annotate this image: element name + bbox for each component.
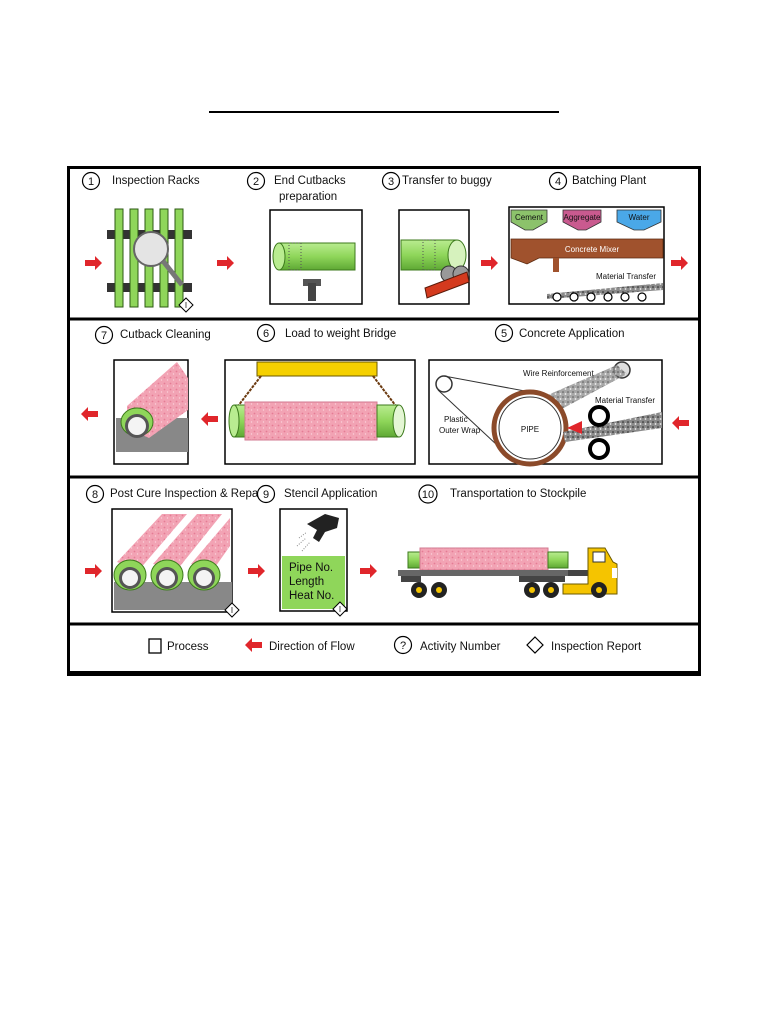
step-label: Stencil Application [284,488,377,500]
legend-direction-of-flow: Direction of Flow [269,641,355,653]
cement-label: Cement [515,213,544,222]
flow-arrow-icon [201,412,218,426]
flow-arrow-icon [360,564,377,578]
step-3-transfer-to-buggy: 3 Transfer to buggy [381,171,492,305]
step-label: Load to weight Bridge [285,328,396,340]
step-2-end-cutbacks: 2 End Cutbacks preparation [246,171,363,305]
activity-number-circle [381,171,401,191]
step-label: Cutback Cleaning [120,329,211,341]
flow-arrow-icon [245,638,262,652]
svg-text:I: I [339,605,341,614]
step-number: 1 [88,176,94,188]
step-5-concrete-application: 5 Concrete Application Wire Reinforcemen… [428,323,663,467]
activity-number-circle [393,635,413,655]
step-label: Transfer to buggy [402,175,492,187]
step-number: 2 [253,176,259,188]
step-number: 10 [422,489,434,501]
activity-number-circle [494,323,514,343]
activity-number-circle [246,171,266,191]
step-label: preparation [279,191,337,203]
step-1-inspection-racks: 1 Inspection Racks I [81,171,200,313]
step-label: End Cutbacks [274,175,346,187]
svg-text:I: I [185,301,187,310]
flow-arrow-icon [671,256,688,270]
plastic-wrap-label: Plastic [444,415,468,424]
step-number: 3 [388,176,394,188]
legend-activity-number: Activity Number [420,641,501,653]
activity-number-circle [256,484,276,504]
step-label: Batching Plant [572,175,647,187]
process-flow-diagram: 1 Inspection Racks I 2 End Cutbacks prep… [67,166,701,674]
water-label: Water [628,213,649,222]
mixer-label: Concrete Mixer [565,245,620,254]
truck-icon [398,547,618,598]
step-label: Post Cure Inspection & Repair [110,488,265,500]
plastic-wrap-label: Outer Wrap [439,426,481,435]
step-number: 5 [501,328,507,340]
step-10-transportation: 10 Transportation to Stockpile [398,484,618,598]
flow-arrow-icon [672,416,689,430]
stencil-heat-no: Heat No. [289,590,334,602]
step-number: 4 [555,176,561,188]
step-number: 8 [92,489,98,501]
wire-reinforcement-label: Wire Reinforcement [523,369,594,378]
inspection-diamond-icon [526,636,544,654]
activity-number-circle [548,171,568,191]
activity-number-circle [94,325,114,345]
inspection-report-icon: I [178,297,194,313]
material-transfer-label: Material Transfer [595,396,655,405]
activity-number-symbol: ? [400,640,406,652]
step-label: Concrete Application [519,328,624,340]
activity-number-circle [256,323,276,343]
magnifier-icon [133,231,169,267]
material-transfer-label: Material Transfer [596,272,656,281]
step-label: Transportation to Stockpile [450,488,586,500]
stencil-length: Length [289,576,324,588]
legend-process: Process [167,641,209,653]
inspection-report-icon: I [332,601,348,617]
pipe-label: PIPE [521,425,539,434]
activity-number-circle [85,484,105,504]
step-4-batching-plant: 4 Batching Plant Cement Aggregate Water … [508,171,665,305]
flow-arrow-icon [85,256,102,270]
aggregate-label: Aggregate [564,213,601,222]
step-8-post-cure-inspection: 8 Post Cure Inspection & Repair I [85,484,265,618]
step-7-cutback-cleaning: 7 Cutback Cleaning [94,325,211,465]
svg-text:I: I [231,606,233,615]
inspection-report-icon: I [224,602,240,618]
process-box-icon [148,638,162,654]
step-6-load-to-weight-bridge: 6 Load to weight Bridge [224,323,416,465]
step-number: 9 [263,489,269,501]
step-9-stencil-application: 9 Stencil Application Pipe No. Length He… [256,484,377,617]
step-label: Inspection Racks [112,175,200,187]
flow-arrow-icon [481,256,498,270]
legend-inspection-report: Inspection Report [551,641,642,653]
flow-arrow-icon [81,407,98,421]
legend: Process Direction of Flow ? Activity Num… [148,635,642,655]
spray-gun-icon [296,514,339,552]
activity-number-circle [418,484,438,504]
activity-number-circle [81,171,101,191]
flow-arrow-icon [217,256,234,270]
bottom-rule [67,674,701,676]
step-number: 6 [263,328,269,340]
flow-arrow-icon [248,564,265,578]
flow-arrow-icon [85,564,102,578]
stencil-pipe-no: Pipe No. [289,562,333,574]
heading-rule [209,111,559,113]
step-number: 7 [101,330,107,342]
